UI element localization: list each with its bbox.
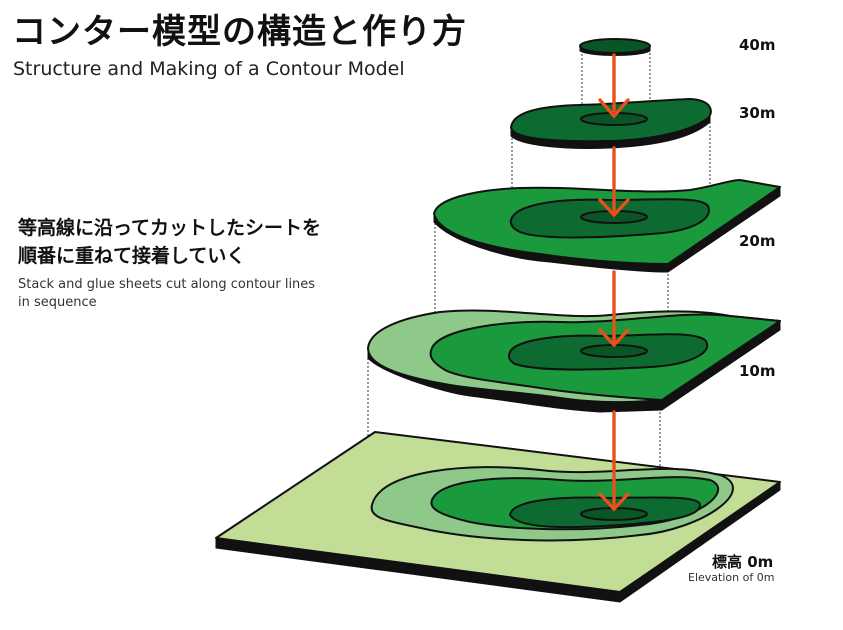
title-ja: コンター模型の構造と作り方 xyxy=(12,12,467,52)
description-ja-line-2: 順番に重ねて接着していく xyxy=(18,245,246,267)
description-ja: 等高線に沿ってカットしたシートを 順番に重ねて接着していく xyxy=(18,214,378,270)
title-en: Structure and Making of a Contour Model xyxy=(13,58,405,80)
description-en: Stack and glue sheets cut along contour … xyxy=(18,276,338,312)
description-ja-line-1: 等高線に沿ってカットしたシートを xyxy=(18,217,322,239)
description-en-line-1: Stack and glue sheets cut along contour … xyxy=(18,277,316,292)
sheet-10m xyxy=(367,309,781,413)
level-label-10m: 10m xyxy=(739,362,776,380)
sheet-30m xyxy=(510,98,712,149)
level-label-40m: 40m xyxy=(739,36,776,54)
level-label-20m: 20m xyxy=(739,232,776,250)
level-label-30m: 30m xyxy=(739,104,776,122)
description-en-line-2: in sequence xyxy=(18,295,97,310)
level-label-0m-sub: Elevation of 0m xyxy=(688,571,775,584)
level-label-0m: 標高 0m xyxy=(712,553,774,571)
sheet-20m xyxy=(433,179,781,273)
sheet-40m xyxy=(579,38,651,56)
sheet-0m xyxy=(215,431,781,603)
stacking-arrows xyxy=(598,53,630,512)
